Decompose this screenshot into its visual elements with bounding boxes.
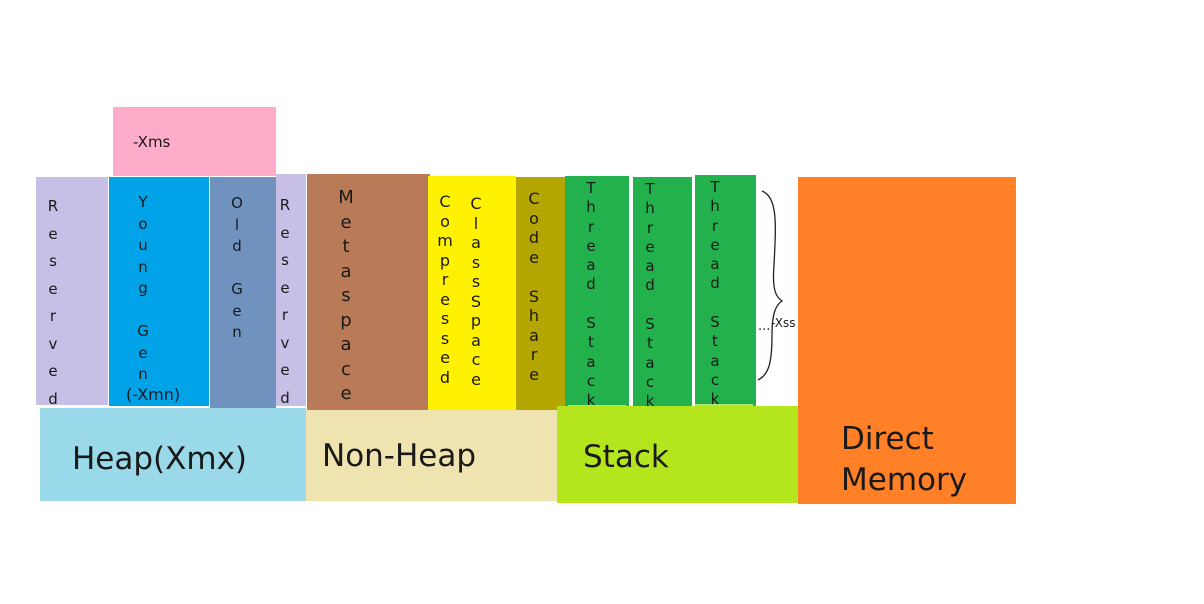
compressed-class-space-block: C o m p r e s s e d C l a s s S p a c e [428,176,516,410]
brace-icon [757,190,784,381]
code-share-label: C o d e S h a r e [528,189,540,384]
direct-label-line2: Memory [841,462,968,498]
stack-label: Stack [583,439,669,475]
xss-label: -Xss [771,316,796,330]
xms-box [113,107,276,176]
reserved-label: R e s e r v e d [279,196,291,407]
reserved-label: R e s e r v e d [47,197,59,408]
thread-stack-label: T h r e a d S t a c k [710,178,720,409]
code-share-block: C o d e S h a r e [516,177,565,412]
young-gen-label: Y o u n g G e n [137,193,149,383]
thread-stack-block: T h r e a d S t a c k [565,176,629,410]
direct-memory-box: Direct Memory [798,177,1016,504]
heap-label: Heap(Xmx) [72,441,248,477]
heap-box: Heap(Xmx) [40,408,306,501]
stack-box: Stack [557,406,799,503]
direct-label-line1: Direct [841,421,934,457]
thread-stack-block: T h r e a d S t a c k [695,175,756,411]
old-gen-block: O l d G e n [210,177,276,408]
class-space-label: C l a s s S p a c e [470,194,482,389]
metaspace-label: M e t a s p a c e [338,187,354,404]
thread-stack-label: T h r e a d S t a c k [645,180,655,411]
thread-stack-underline [695,404,753,406]
thread-stack-block: T h r e a d S t a c k [633,177,692,413]
non-heap-box: Non-Heap [306,410,557,501]
non-heap-label: Non-Heap [322,438,477,474]
young-gen-xmn-label: (-Xmn) [126,385,181,404]
thread-stack-label: T h r e a d S t a c k [586,179,596,410]
old-gen-label: O l d G e n [231,194,243,341]
xms-label: -Xms [133,133,171,151]
ellipsis-label: ... [758,319,771,334]
reserved-block-right: R e s e r v e d [276,174,306,407]
reserved-block-left: R e s e r v e d [36,177,108,408]
metaspace-block: M e t a s p a c e [307,174,430,410]
young-gen-block: Y o u n g G e n (-Xmn) [109,177,209,406]
compressed-label: C o m p r e s s e d [437,192,453,387]
